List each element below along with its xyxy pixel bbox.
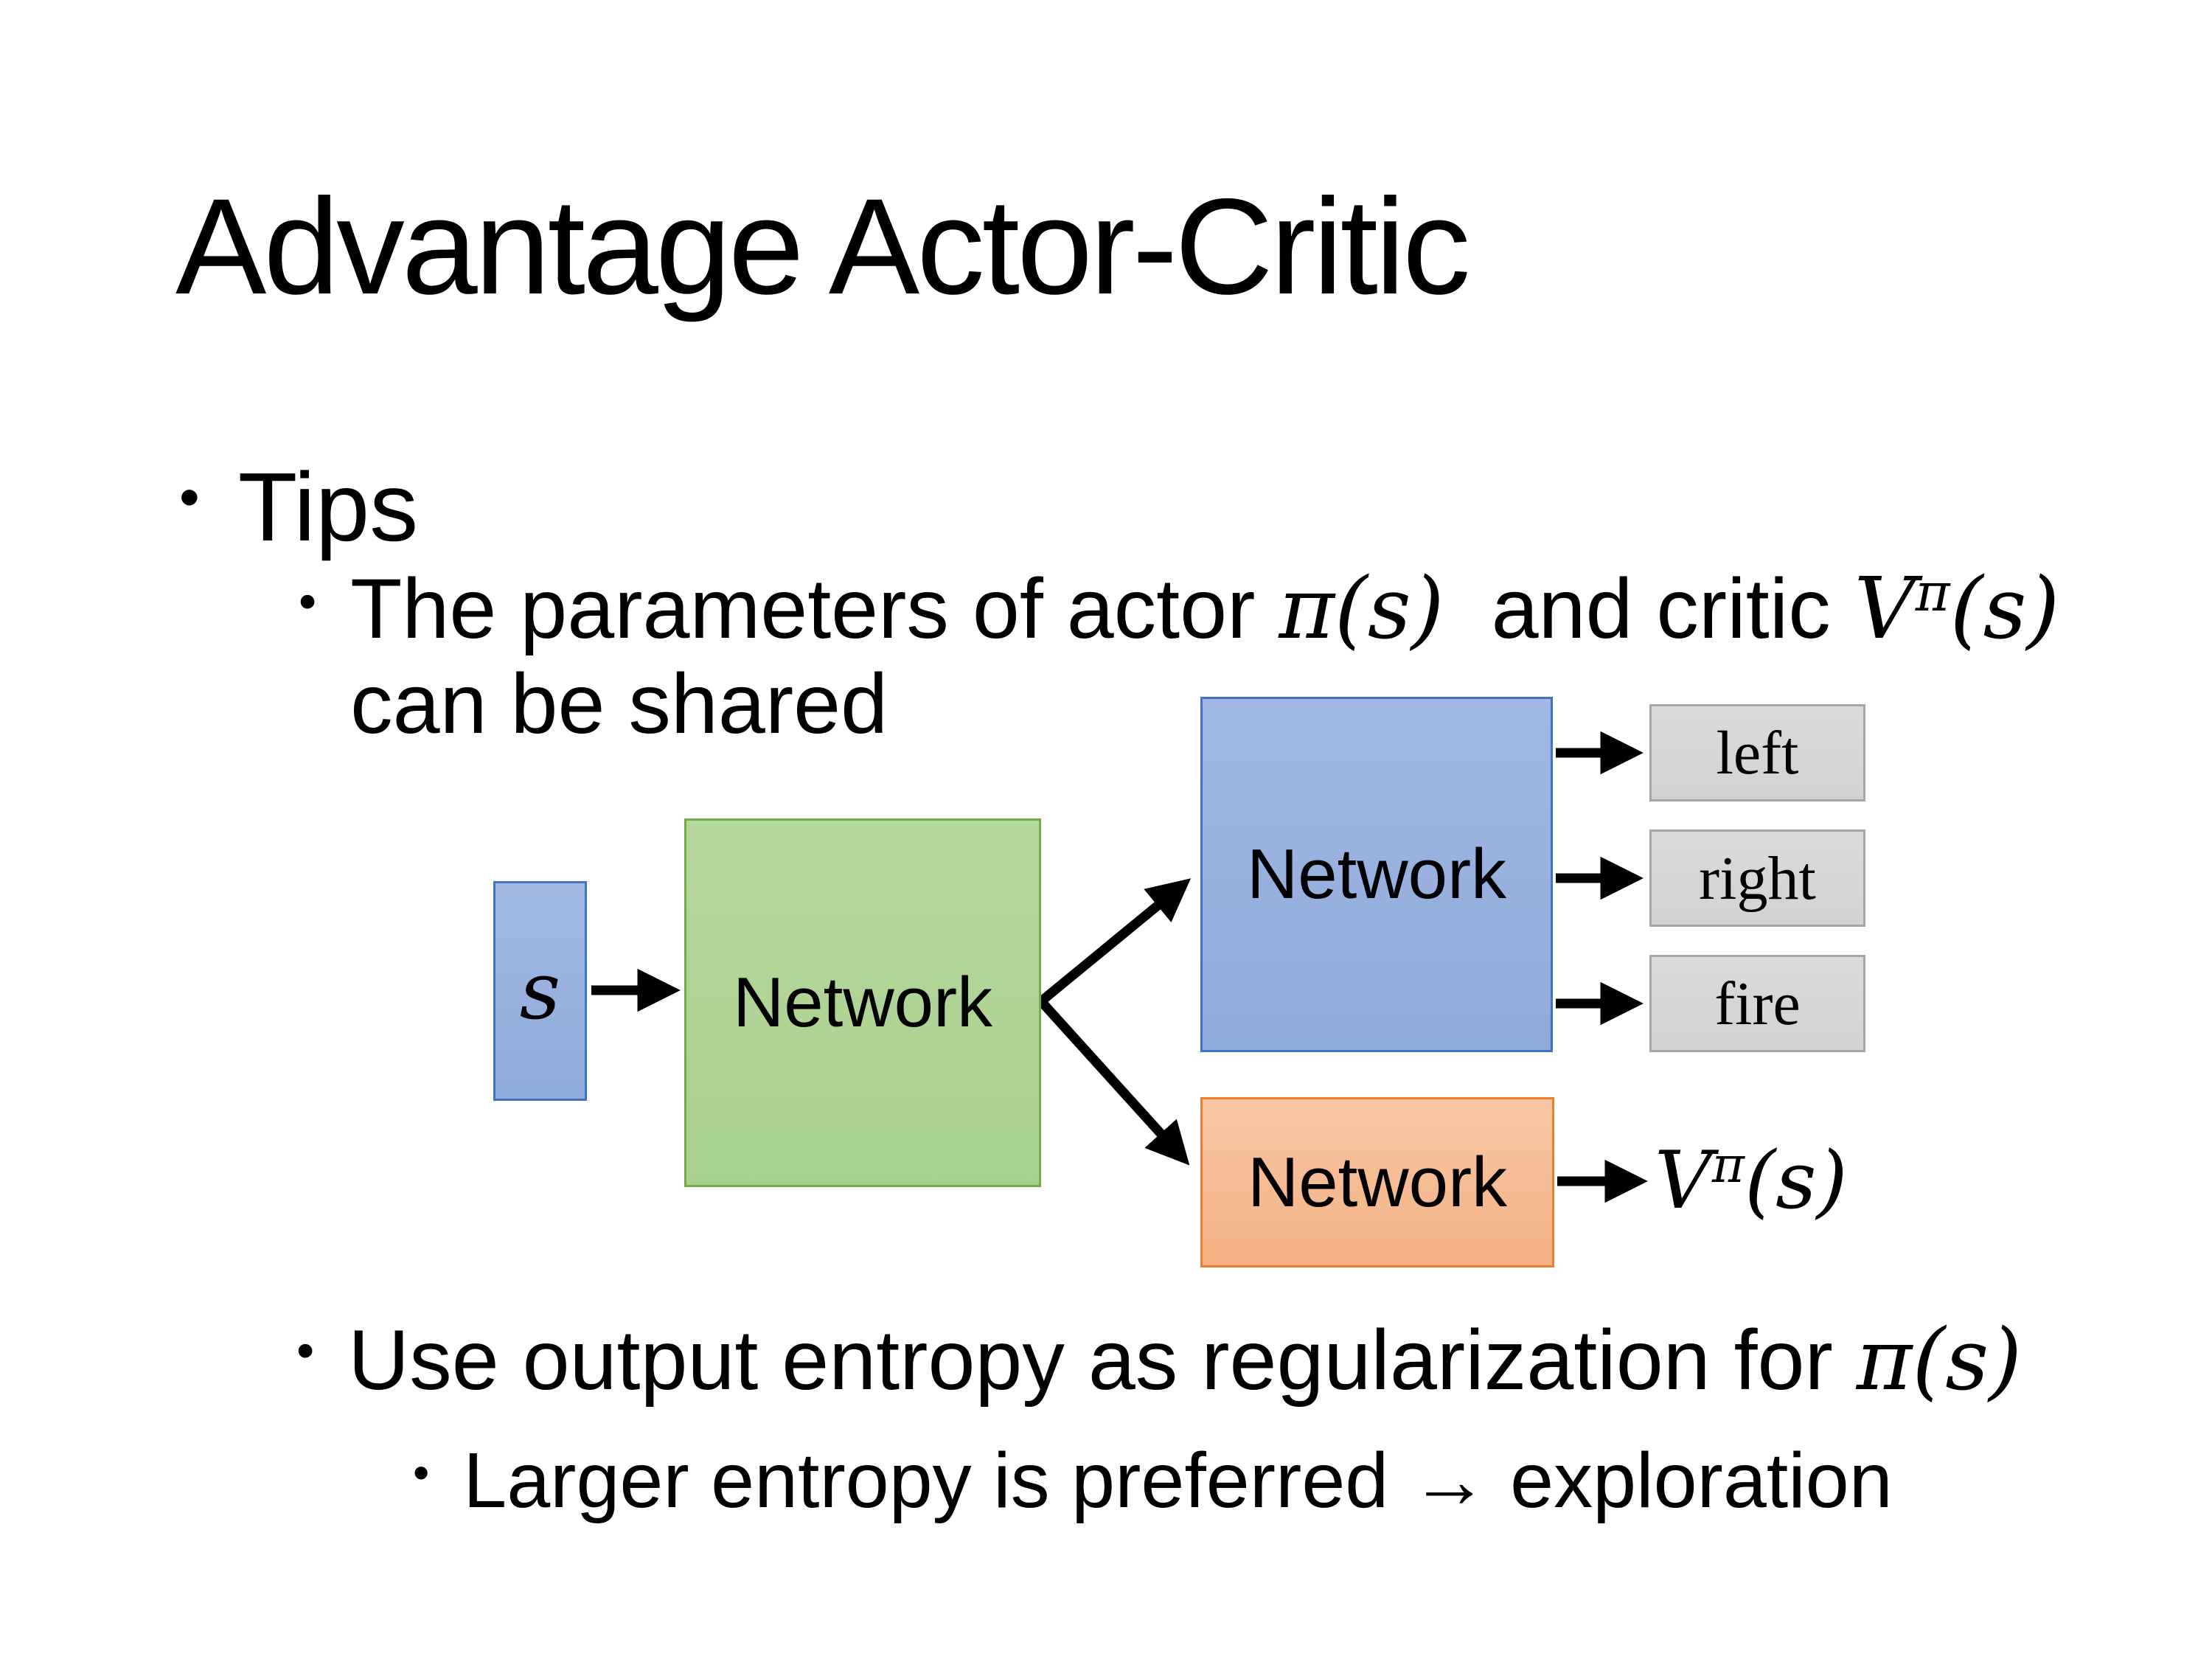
math-v-base: V xyxy=(1655,1135,1712,1227)
text-param-mid: and critic xyxy=(1444,562,1854,656)
math-value-sup: π xyxy=(1915,561,1950,623)
math-value-arg: (s) xyxy=(1950,560,2060,658)
bullet-parameters-line1: The parameters of actor π(s) and critic … xyxy=(350,562,2059,657)
bullet-tips: • Tips xyxy=(179,451,418,563)
bullet-glyph: • xyxy=(413,1446,430,1499)
text-param-pre: The parameters of actor xyxy=(350,562,1279,656)
actor-network-label: Network xyxy=(1246,835,1507,914)
text-entropy-pre: Use output entropy as regularization for xyxy=(348,1313,1857,1408)
bullet-glyph: • xyxy=(299,573,317,630)
bullet-parameters-line2: can be shared xyxy=(350,656,888,751)
bullet-glyph: • xyxy=(296,1322,315,1380)
math-pi-s: π(s) xyxy=(1279,560,1444,658)
page-title: Advantage Actor-Critic xyxy=(175,171,1471,323)
bullet-exploration-label: Larger entropy is preferred → exploratio… xyxy=(463,1437,1893,1524)
bullet-entropy: • Use output entropy as regularization f… xyxy=(296,1311,2022,1410)
bullet-parameters: • The parameters of actor π(s) and criti… xyxy=(299,562,2059,752)
bullet-glyph: • xyxy=(179,464,200,530)
critic-network-label: Network xyxy=(1247,1142,1508,1222)
math-value-base: V xyxy=(1854,560,1916,658)
action-box-fire: fire xyxy=(1649,955,1865,1052)
action-box-right: right xyxy=(1649,830,1865,927)
math-pi-s-2: π(s) xyxy=(1856,1311,2023,1410)
bullet-exploration: • Larger entropy is preferred → explorat… xyxy=(413,1436,1893,1526)
actor-network-box: Network xyxy=(1200,697,1553,1052)
shared-network-box: Network xyxy=(684,818,1041,1187)
action-label-right: right xyxy=(1699,844,1816,913)
bullet-parameters-lines: The parameters of actor π(s) and critic … xyxy=(350,562,2059,752)
bullet-tips-label: Tips xyxy=(237,453,419,561)
shared-network-label: Network xyxy=(732,963,993,1042)
action-label-left: left xyxy=(1716,718,1799,787)
bullet-entropy-line: Use output entropy as regularization for… xyxy=(348,1311,2022,1410)
math-v-sup: π xyxy=(1712,1136,1745,1194)
critic-network-box: Network xyxy=(1200,1097,1554,1267)
state-label: s xyxy=(519,945,561,1037)
value-function-label: Vπ(s) xyxy=(1655,1141,1848,1221)
action-box-left: left xyxy=(1649,704,1865,801)
math-v-arg: (s) xyxy=(1745,1135,1848,1227)
state-box: s xyxy=(493,881,587,1101)
action-label-fire: fire xyxy=(1714,969,1801,1038)
